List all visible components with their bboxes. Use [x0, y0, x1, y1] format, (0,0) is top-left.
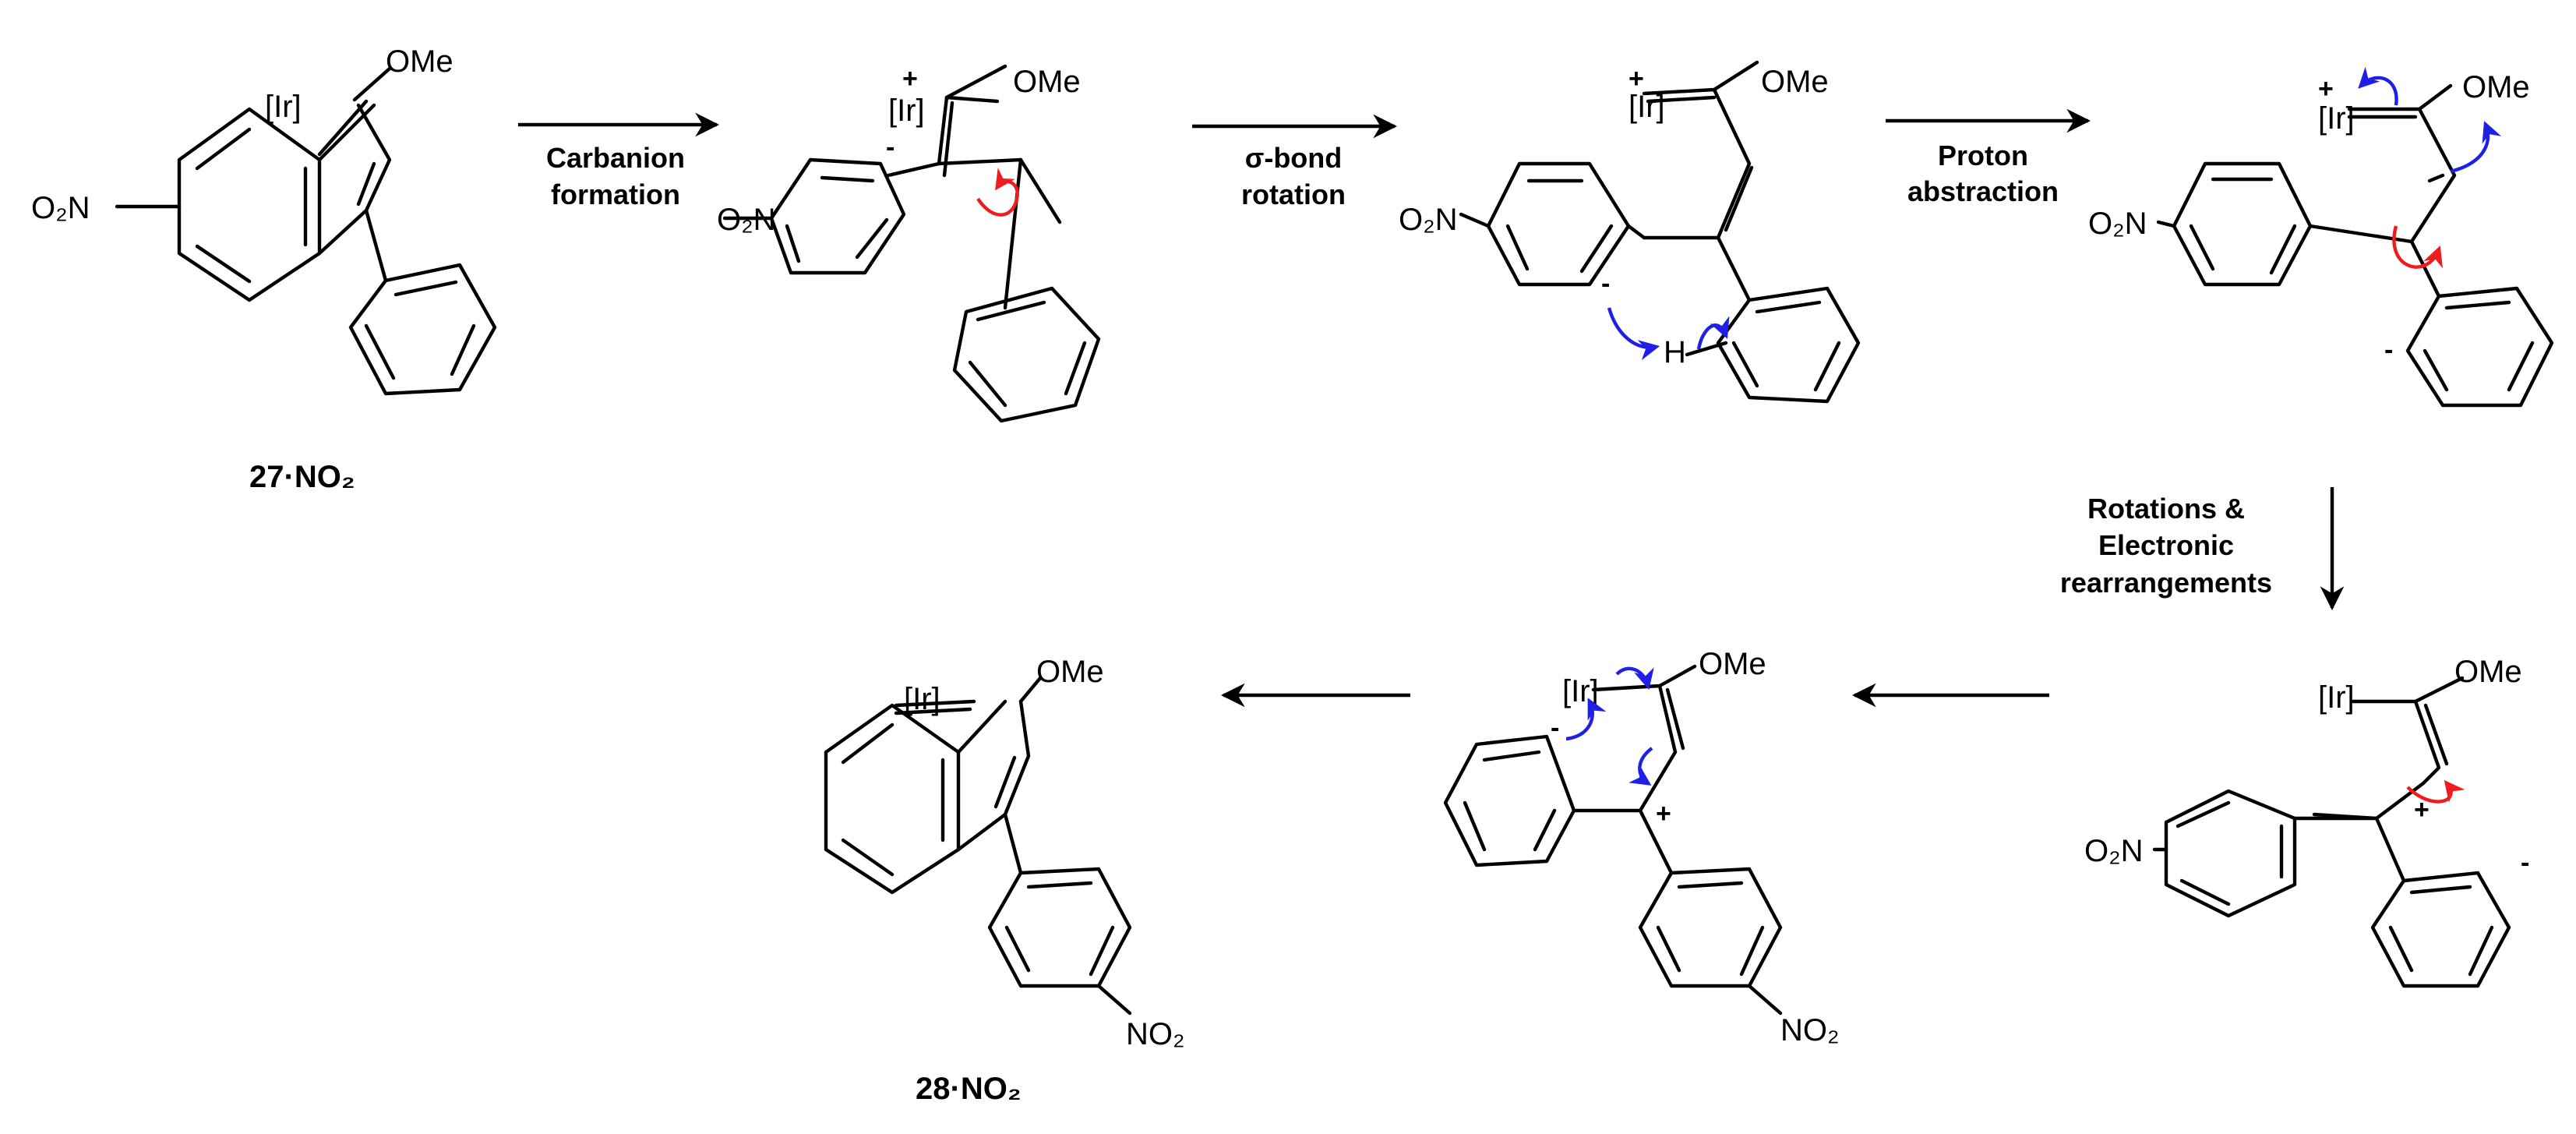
step-label-4a: Rotations &: [2087, 493, 2245, 525]
ome-label: OMe: [1013, 65, 1081, 99]
plus-charge: +: [902, 64, 918, 94]
rotation-arrow: [2392, 225, 2443, 269]
minus-charge: -: [2384, 335, 2393, 365]
structure-28-no2: [Ir] OMe NO₂ 28·NO₂: [824, 655, 1185, 1106]
ir-label: [Ir]: [2318, 101, 2355, 136]
step-label-3a: Proton: [1938, 140, 2028, 171]
minus-charge: -: [886, 132, 895, 162]
ome-label: OMe: [2454, 655, 2522, 689]
compound-label-28: 28·NO₂: [916, 1072, 1022, 1106]
step-label-4c: rearrangements: [2060, 567, 2272, 599]
step-label-2b: rotation: [1241, 178, 1346, 210]
ir-label: [Ir]: [904, 682, 940, 716]
ir-label: [Ir]: [1562, 674, 1599, 708]
electron-push-arrow: [2450, 121, 2502, 174]
no2-label: NO₂: [1780, 1013, 1840, 1047]
minus-charge: -: [2521, 848, 2529, 878]
rotation-arrow: [976, 168, 1019, 217]
ome-label: OMe: [386, 44, 453, 79]
electron-push-arrow: [1615, 666, 1654, 691]
electron-push-arrow: [2358, 66, 2398, 106]
electron-push-arrow: [1696, 316, 1730, 350]
o2n-label: O₂N: [1399, 203, 1458, 237]
electron-push-arrow: [1565, 698, 1607, 741]
step-label-4b: Electronic: [2098, 529, 2234, 561]
step-label-1a: Carbanion: [546, 142, 685, 174]
o2n-label: O₂N: [2084, 834, 2144, 868]
ome-label: OMe: [1036, 655, 1104, 689]
structure-27-no2: [Ir] OMe O₂N 27·NO₂: [31, 44, 497, 494]
plus-charge: +: [2318, 74, 2334, 104]
ir-label: [Ir]: [265, 90, 302, 124]
intermediate-3: [Ir] + - OMe O₂N: [2088, 66, 2554, 408]
ir-label: [Ir]: [1629, 90, 1665, 124]
o2n-label: O₂N: [2088, 207, 2147, 241]
rotation-arrow: [2406, 779, 2465, 804]
step-label-3b: abstraction: [1907, 175, 2059, 207]
ome-label: OMe: [1761, 65, 1829, 99]
intermediate-1: [Ir] + - OMe O₂N: [717, 64, 1101, 423]
electron-push-arrow: [1607, 307, 1660, 361]
no2-label: NO₂: [1126, 1017, 1185, 1051]
o2n-label: O₂N: [31, 191, 90, 225]
minus-charge: -: [1601, 269, 1610, 299]
ir-label: [Ir]: [2318, 680, 2355, 715]
compound-label-27: 27·NO₂: [249, 460, 355, 494]
ome-label: OMe: [2462, 70, 2530, 104]
plus-charge: +: [2414, 795, 2430, 825]
step-label-1b: formation: [551, 178, 680, 210]
plus-charge: +: [1629, 64, 1644, 94]
h-label: H: [1664, 335, 1686, 369]
intermediate-4: [Ir] OMe O₂N + -: [2084, 655, 2529, 988]
minus-charge: -: [1551, 713, 1559, 743]
plus-charge: +: [1656, 799, 1671, 828]
step-label-2a: σ-bond: [1245, 142, 1343, 174]
o2n-label: O₂N: [717, 203, 776, 237]
intermediate-2: [Ir] + - OMe O₂N H: [1399, 60, 1861, 404]
ome-label: OMe: [1699, 647, 1766, 681]
intermediate-5: [Ir] - OMe + NO₂: [1443, 647, 1840, 1047]
ir-label: [Ir]: [888, 94, 925, 128]
electron-push-arrow: [1629, 747, 1653, 786]
